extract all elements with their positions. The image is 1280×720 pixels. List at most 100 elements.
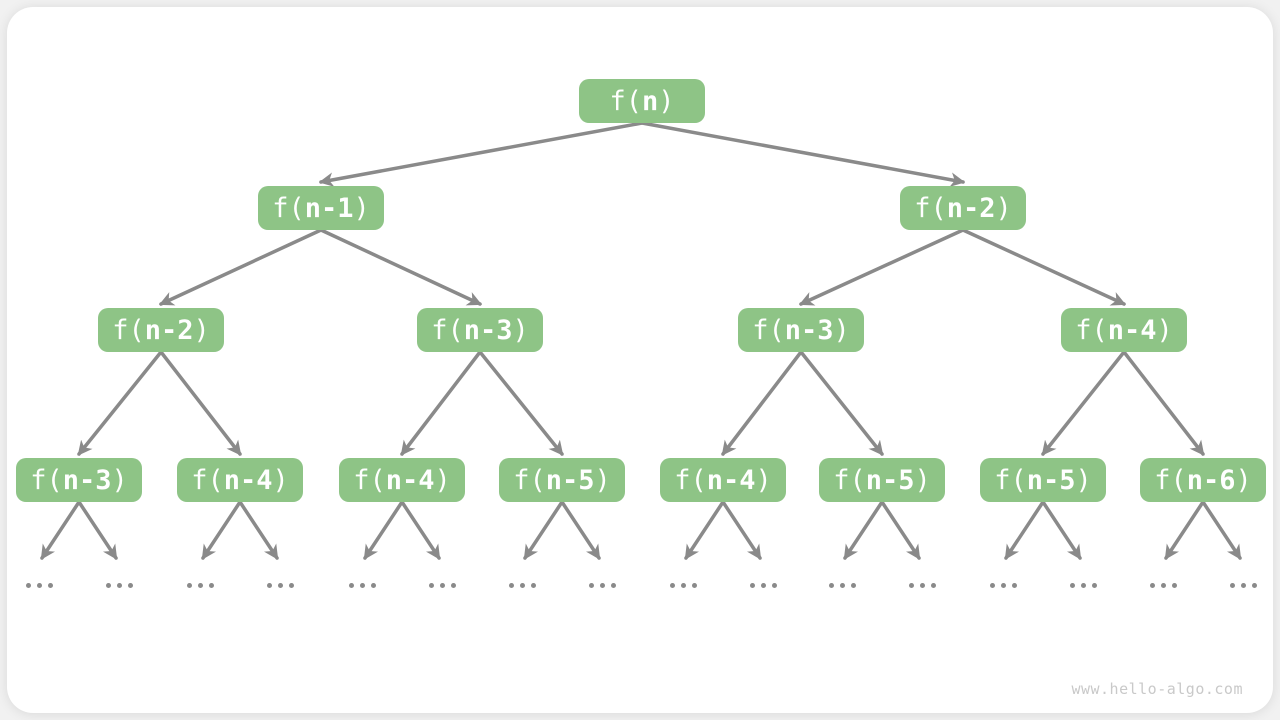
ellipsis (669, 582, 697, 588)
node-label-arg: n-4 (385, 464, 435, 496)
node-label-prefix: f( (191, 464, 224, 496)
ellipsis-dot (47, 582, 53, 588)
node-label-suffix: ) (434, 464, 451, 496)
node-label-prefix: f( (431, 314, 464, 346)
ellipsis-dot (277, 582, 283, 588)
node-label-arg: n (641, 85, 659, 117)
ellipsis-dot (691, 582, 697, 588)
ellipsis-dot (530, 582, 536, 588)
node-label-prefix: f( (353, 464, 386, 496)
node-label-prefix: f( (674, 464, 707, 496)
tree-node-9: f(n-4) (339, 458, 465, 502)
node-label-arg: n-4 (1107, 314, 1157, 346)
ellipsis-dot (930, 582, 936, 588)
ellipsis-dot (669, 582, 675, 588)
ellipsis-dot (828, 582, 834, 588)
watermark: www.hello-algo.com (1071, 680, 1243, 698)
ellipsis-dot (105, 582, 111, 588)
ellipsis-dot (1091, 582, 1097, 588)
ellipsis-dot (839, 582, 845, 588)
ellipsis-dot (25, 582, 31, 588)
ellipsis-dot (1000, 582, 1006, 588)
node-label-suffix: ) (353, 192, 370, 224)
ellipsis-dot (610, 582, 616, 588)
node-label-suffix: ) (111, 464, 128, 496)
ellipsis (989, 582, 1017, 588)
ellipsis-dot (348, 582, 354, 588)
ellipsis-dot (989, 582, 995, 588)
node-label-prefix: f( (112, 314, 145, 346)
ellipsis-dot (359, 582, 365, 588)
ellipsis (186, 582, 214, 588)
node-label-arg: n-1 (304, 192, 354, 224)
tree-node-10: f(n-5) (499, 458, 625, 502)
ellipsis (25, 582, 53, 588)
ellipsis-dot (36, 582, 42, 588)
ellipsis-dot (1229, 582, 1235, 588)
ellipsis-dot (1171, 582, 1177, 588)
ellipsis (908, 582, 936, 588)
ellipsis-dot (908, 582, 914, 588)
ellipsis-dot (266, 582, 272, 588)
ellipsis (105, 582, 133, 588)
tree-node-7: f(n-3) (16, 458, 142, 502)
node-label-suffix: ) (658, 85, 675, 117)
tree-node-12: f(n-5) (819, 458, 945, 502)
node-label-suffix: ) (193, 314, 210, 346)
node-label-suffix: ) (512, 314, 529, 346)
ellipsis-dot (771, 582, 777, 588)
ellipsis (749, 582, 777, 588)
ellipsis-dot (1011, 582, 1017, 588)
node-label-prefix: f( (833, 464, 866, 496)
tree-node-4: f(n-3) (417, 308, 543, 352)
tree-node-0: f(n) (579, 79, 705, 123)
ellipsis-dot (127, 582, 133, 588)
ellipsis-dot (1069, 582, 1075, 588)
ellipsis-dot (680, 582, 686, 588)
node-label-prefix: f( (914, 192, 947, 224)
ellipsis-dot (288, 582, 294, 588)
ellipsis (588, 582, 616, 588)
ellipsis-dot (1160, 582, 1166, 588)
node-label-prefix: f( (513, 464, 546, 496)
ellipsis-dot (1240, 582, 1246, 588)
node-label-arg: n-3 (62, 464, 112, 496)
node-label-arg: n-5 (1026, 464, 1076, 496)
node-label-prefix: f( (752, 314, 785, 346)
node-label-arg: n-5 (545, 464, 595, 496)
tree-node-3: f(n-2) (98, 308, 224, 352)
tree-node-11: f(n-4) (660, 458, 786, 502)
ellipsis-dot (850, 582, 856, 588)
node-label-prefix: f( (609, 85, 642, 117)
ellipsis (428, 582, 456, 588)
ellipsis-dot (186, 582, 192, 588)
node-label-suffix: ) (1235, 464, 1252, 496)
node-label-arg: n-6 (1186, 464, 1236, 496)
ellipsis-dot (208, 582, 214, 588)
tree-node-2: f(n-2) (900, 186, 1026, 230)
ellipsis-dot (1080, 582, 1086, 588)
ellipsis-dot (519, 582, 525, 588)
node-label-arg: n-2 (946, 192, 996, 224)
tree-node-14: f(n-6) (1140, 458, 1266, 502)
ellipsis (348, 582, 376, 588)
node-label-prefix: f( (994, 464, 1027, 496)
ellipsis (1149, 582, 1177, 588)
node-label-suffix: ) (833, 314, 850, 346)
tree-node-1: f(n-1) (258, 186, 384, 230)
node-label-prefix: f( (272, 192, 305, 224)
node-label-prefix: f( (1154, 464, 1187, 496)
ellipsis-dot (599, 582, 605, 588)
node-label-suffix: ) (914, 464, 931, 496)
node-label-suffix: ) (272, 464, 289, 496)
node-label-prefix: f( (30, 464, 63, 496)
ellipsis-dot (439, 582, 445, 588)
tree-node-5: f(n-3) (738, 308, 864, 352)
node-label-suffix: ) (1156, 314, 1173, 346)
ellipsis-dot (428, 582, 434, 588)
node-label-arg: n-2 (144, 314, 194, 346)
ellipsis-dot (760, 582, 766, 588)
ellipsis (1229, 582, 1257, 588)
ellipsis-dot (1251, 582, 1257, 588)
